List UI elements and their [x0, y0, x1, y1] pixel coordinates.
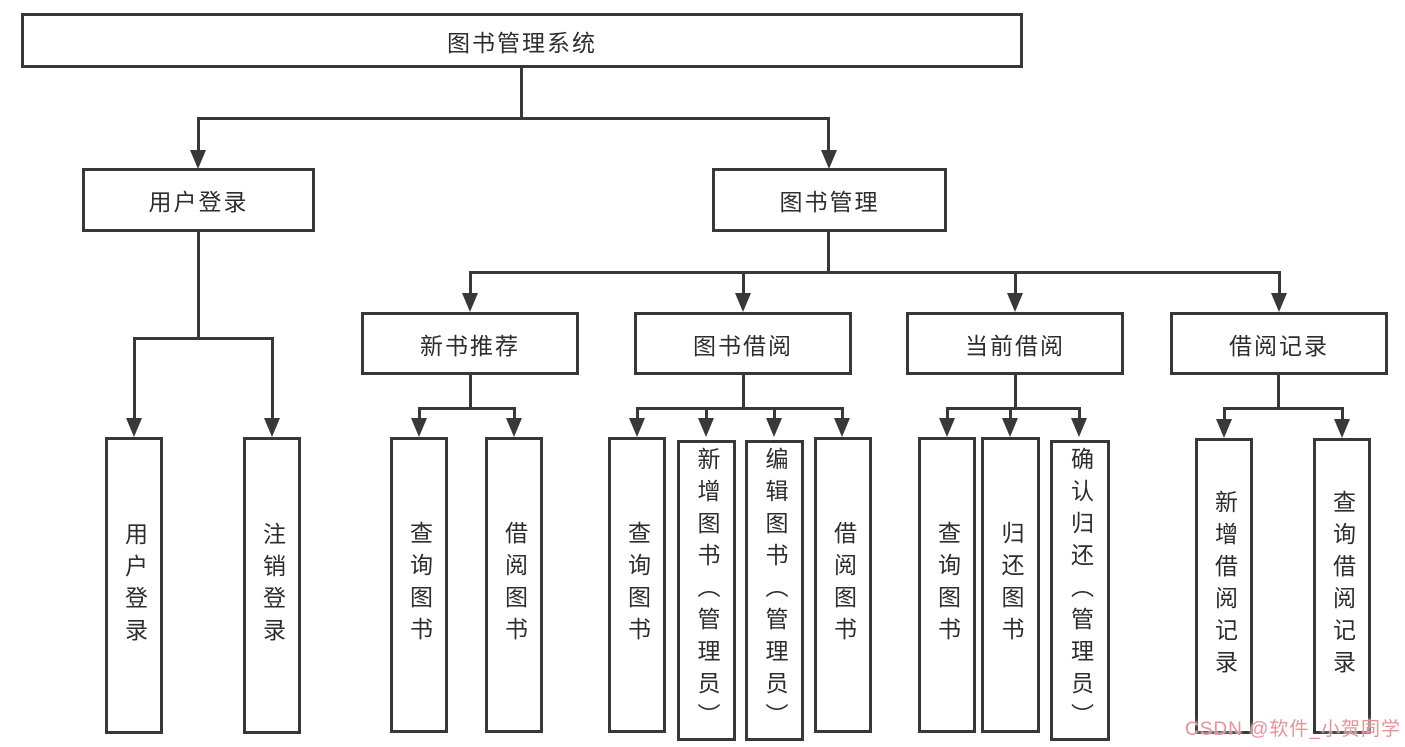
leaf-cb-return-books-label: 归还图书 — [998, 521, 1024, 649]
connector-br-add-stub — [1223, 407, 1226, 420]
node-book-management-label: 图书管理 — [779, 189, 880, 215]
connector-new-book-stem — [469, 375, 472, 407]
connector-bb-query-stub — [636, 407, 639, 419]
connector-root-branch — [197, 117, 830, 120]
node-user-login: 用户登录 — [82, 168, 315, 232]
node-root: 图书管理系统 — [21, 13, 1023, 68]
connector-borrow-records-branch — [1223, 407, 1344, 410]
arrowhead-cb-return — [1002, 418, 1018, 437]
node-new-book-recommend: 新书推荐 — [361, 312, 579, 375]
leaf-bb-edit-books-admin-label: 编辑图书（管理员） — [762, 446, 788, 735]
node-borrow-records: 借阅记录 — [1170, 312, 1388, 375]
connector-current-borrow-branch — [946, 407, 1081, 410]
arrowhead-br-query — [1334, 419, 1350, 438]
leaf-cb-query-books: 查询图书 — [918, 437, 976, 733]
leaf-nb-query-books-label: 查询图书 — [406, 521, 433, 649]
leaf-bb-edit-books-admin: 编辑图书（管理员） — [745, 440, 804, 741]
connector-root-stem — [520, 68, 523, 117]
connector-user-login-stub — [197, 117, 200, 150]
connector-new-book-stub — [469, 271, 472, 294]
arrowhead-book-borrow — [735, 293, 751, 312]
connector-cb-query-stub — [946, 407, 949, 419]
arrowhead-leaf-logout — [264, 418, 280, 437]
leaf-bb-add-books-admin-label: 新增图书（管理员） — [694, 446, 720, 735]
leaf-br-add-record-label: 新增借阅记录 — [1211, 490, 1238, 682]
arrowhead-bb-edit — [766, 418, 782, 437]
leaf-br-query-record-label: 查询借阅记录 — [1329, 490, 1356, 682]
leaf-cb-query-books-label: 查询图书 — [934, 521, 961, 649]
node-book-borrow: 图书借阅 — [634, 312, 852, 375]
arrowhead-book-mgmt — [821, 150, 837, 169]
leaf-logout-label: 注销登录 — [259, 521, 286, 650]
connector-borrow-records-stem — [1277, 375, 1280, 407]
leaf-logout: 注销登录 — [243, 437, 301, 734]
connector-user-login-branch — [133, 337, 274, 340]
arrowhead-cb-query — [939, 418, 955, 437]
connector-bb-add-stub — [705, 407, 708, 419]
leaf-bb-query-books: 查询图书 — [608, 437, 666, 733]
arrowhead-current-borrow — [1007, 293, 1023, 312]
leaf-user-login: 用户登录 — [105, 437, 163, 734]
connector-cb-confirm-stub — [1078, 407, 1081, 419]
leaf-cb-confirm-return-admin-label: 确认归还（管理员） — [1067, 446, 1094, 735]
connector-bb-edit-stub — [773, 407, 776, 419]
node-book-management: 图书管理 — [712, 168, 947, 232]
arrowhead-cb-confirm — [1071, 418, 1087, 437]
arrowhead-nb-query — [411, 418, 427, 437]
connector-book-mgmt-stem — [827, 232, 830, 271]
connector-bb-borrow-stub — [841, 407, 844, 419]
leaf-br-query-record: 查询借阅记录 — [1313, 438, 1371, 734]
connector-nb-borrow-stub — [513, 407, 516, 419]
arrowhead-bb-add — [698, 418, 714, 437]
leaf-nb-borrow-books-label: 借阅图书 — [501, 521, 528, 649]
connector-borrow-records-stub — [1278, 271, 1281, 294]
leaf-cb-return-books: 归还图书 — [981, 437, 1040, 733]
node-user-login-label: 用户登录 — [148, 189, 249, 215]
connector-book-borrow-branch — [636, 407, 844, 410]
connector-book-mgmt-stub — [827, 117, 830, 150]
arrowhead-new-book — [462, 293, 478, 312]
connector-current-borrow-stem — [1014, 375, 1017, 407]
arrowhead-bb-borrow — [834, 418, 850, 437]
node-borrow-records-label: 借阅记录 — [1229, 332, 1329, 359]
node-current-borrow: 当前借阅 — [906, 312, 1124, 375]
connector-leaf-logout-stub — [271, 337, 274, 419]
connector-br-query-stub — [1341, 407, 1344, 420]
connector-cb-return-stub — [1009, 407, 1012, 419]
csdn-watermark: CSDN @软件_小贺同学 — [1185, 719, 1401, 740]
arrowhead-user-login — [190, 150, 206, 169]
arrowhead-nb-borrow — [506, 418, 522, 437]
node-new-book-recommend-label: 新书推荐 — [420, 332, 520, 359]
arrowhead-borrow-records — [1271, 293, 1287, 312]
node-root-label: 图书管理系统 — [447, 29, 597, 56]
leaf-user-login-label: 用户登录 — [121, 521, 148, 650]
arrowhead-br-add — [1216, 419, 1232, 438]
connector-user-login-stem — [197, 232, 200, 337]
connector-nb-query-stub — [418, 407, 421, 419]
connector-leaf-login-stub — [133, 337, 136, 419]
leaf-bb-query-books-label: 查询图书 — [624, 521, 651, 649]
leaf-bb-borrow-books: 借阅图书 — [814, 437, 872, 733]
connector-current-borrow-stub — [1014, 271, 1017, 294]
connector-book-mgmt-branch — [469, 271, 1281, 274]
connector-book-borrow-stub — [742, 271, 745, 294]
leaf-br-add-record: 新增借阅记录 — [1195, 438, 1253, 734]
leaf-nb-borrow-books: 借阅图书 — [485, 437, 543, 733]
leaf-bb-add-books-admin: 新增图书（管理员） — [677, 440, 736, 741]
node-current-borrow-label: 当前借阅 — [965, 332, 1065, 359]
node-book-borrow-label: 图书借阅 — [693, 332, 793, 359]
connector-new-book-branch — [418, 407, 516, 410]
leaf-bb-borrow-books-label: 借阅图书 — [830, 521, 857, 649]
leaf-nb-query-books: 查询图书 — [390, 437, 448, 733]
arrowhead-bb-query — [629, 418, 645, 437]
leaf-cb-confirm-return-admin: 确认归还（管理员） — [1050, 440, 1110, 741]
arrowhead-leaf-login — [126, 418, 142, 437]
connector-book-borrow-stem — [742, 375, 745, 407]
